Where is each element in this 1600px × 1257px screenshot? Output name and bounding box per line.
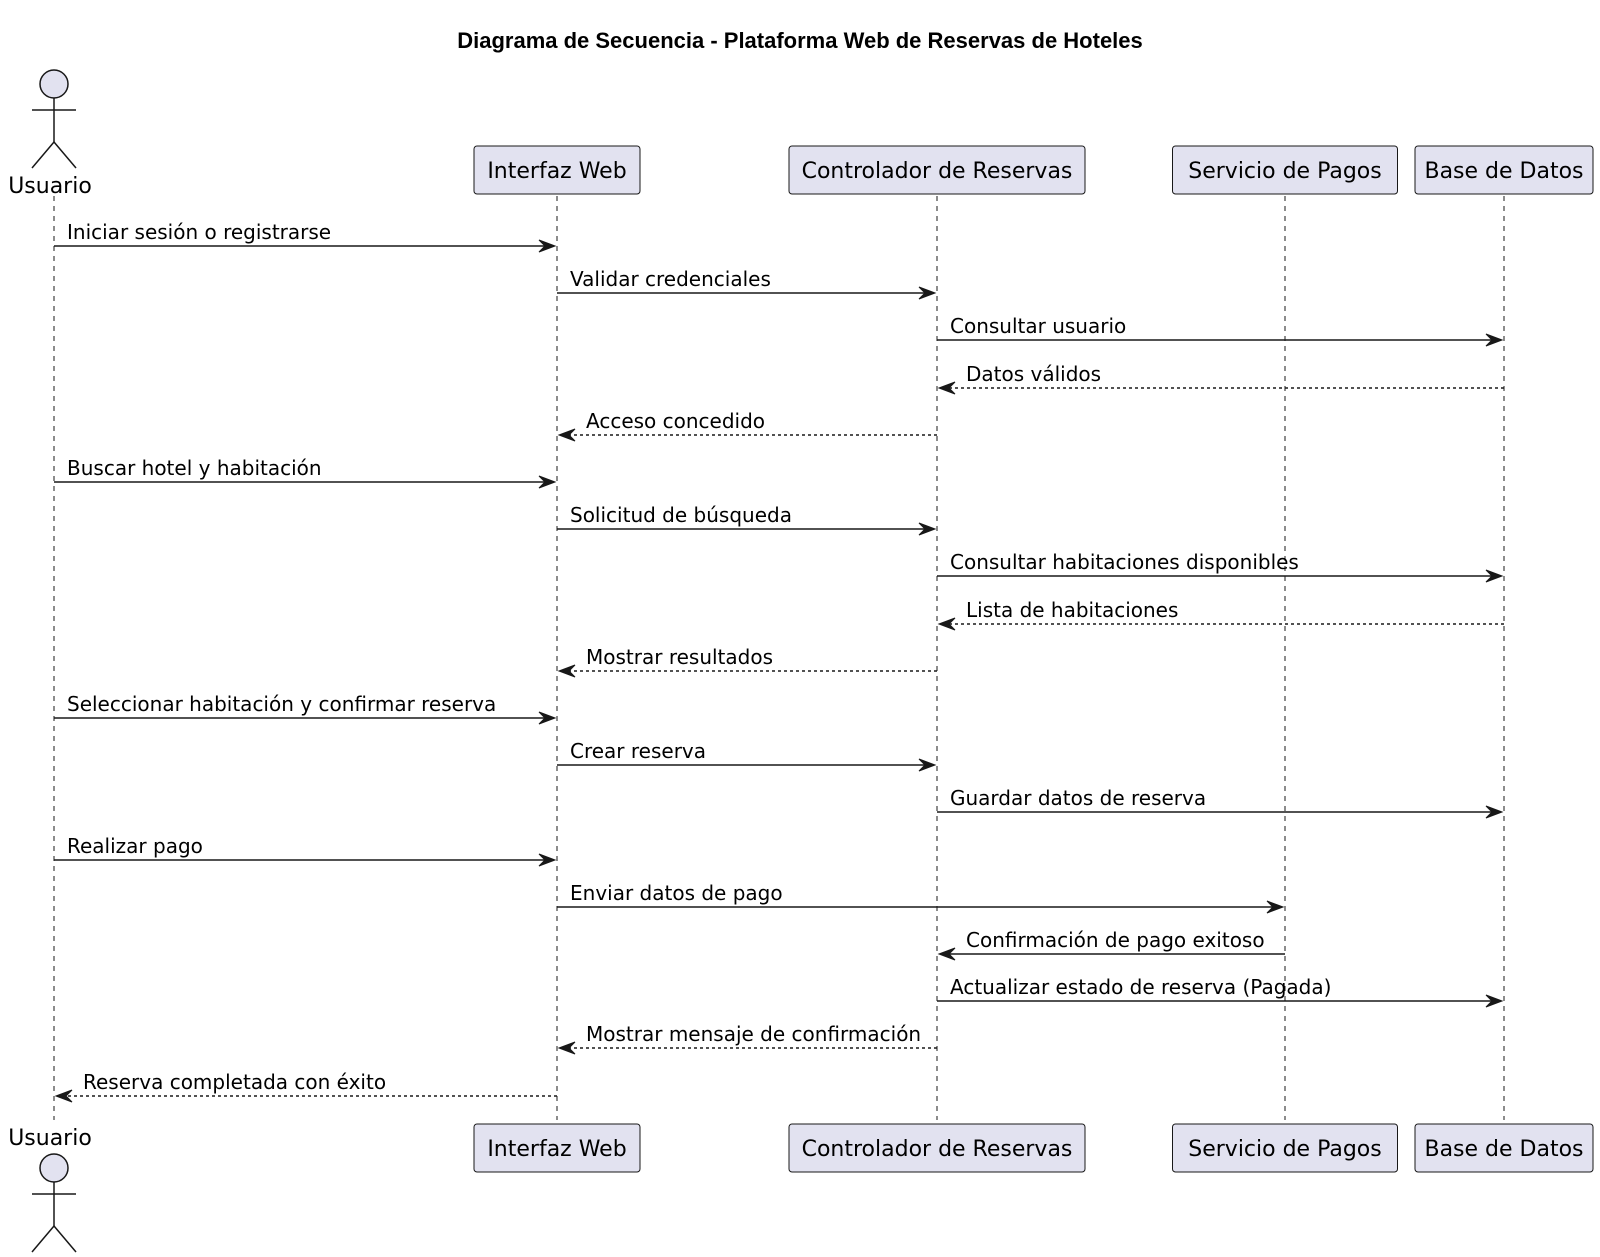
arrow-head-6	[538, 475, 557, 489]
message-8: Consultar habitaciones disponibles	[937, 550, 1504, 583]
message-label-10: Mostrar resultados	[586, 645, 773, 669]
message-1: Iniciar sesión o registrarse	[54, 220, 557, 253]
participants-top: Usuario Interfaz Web Controlador de Reserv…	[8, 69, 1594, 199]
message-2: Validar credenciales	[557, 267, 937, 300]
message-label-15: Enviar datos de pago	[570, 881, 783, 905]
participant-label-top-db: Base de Datos	[1424, 159, 1583, 184]
message-15: Enviar datos de pago	[557, 881, 1285, 914]
message-16: Confirmación de pago exitoso	[937, 928, 1285, 961]
message-label-9: Lista de habitaciones	[966, 598, 1178, 622]
participant-rect-top-pagos	[1172, 145, 1398, 195]
participant-box-top-pagos: Servicio de Pagos	[1172, 145, 1398, 195]
diagram-title: Diagrama de Secuencia - Plataforma Web d…	[457, 28, 1143, 53]
arrow-head-18	[557, 1041, 576, 1055]
participant-box-top-db: Base de Datos	[1414, 145, 1594, 195]
message-label-19: Reserva completada con éxito	[83, 1070, 386, 1094]
participant-box-bottom-ctrl: Controlador de Reservas	[788, 1123, 1086, 1173]
lifelines	[53, 196, 1505, 1120]
participant-rect-bottom-ctrl	[788, 1123, 1086, 1173]
participant-rect-top-ctrl	[788, 145, 1086, 195]
participant-box-top-ctrl: Controlador de Reservas	[788, 145, 1086, 195]
message-9: Lista de habitaciones	[937, 598, 1504, 631]
message-label-1: Iniciar sesión o registrarse	[67, 220, 331, 244]
participant-rect-top-web	[473, 145, 641, 195]
message-12: Crear reserva	[557, 739, 937, 772]
participant-box-bottom-db: Base de Datos	[1414, 1123, 1594, 1173]
actor-figure-bottom-usuario-right-leg	[53, 1225, 77, 1253]
message-label-11: Seleccionar habitación y confirmar reser…	[67, 692, 496, 716]
message-label-4: Datos válidos	[966, 362, 1101, 386]
message-6: Buscar hotel y habitación	[54, 456, 557, 489]
message-5: Acceso concedido	[557, 409, 937, 442]
message-label-6: Buscar hotel y habitación	[67, 456, 322, 480]
participant-rect-top-db	[1414, 145, 1594, 195]
participant-label-top-ctrl: Controlador de Reservas	[802, 159, 1073, 184]
message-label-5: Acceso concedido	[586, 409, 765, 433]
arrow-head-7	[918, 522, 937, 536]
arrow-head-15	[1266, 900, 1285, 914]
arrow-head-3	[1485, 333, 1504, 347]
participant-label-bottom-pagos: Servicio de Pagos	[1188, 1137, 1381, 1162]
message-label-18: Mostrar mensaje de confirmación	[586, 1022, 921, 1046]
participant-label-bottom-db: Base de Datos	[1424, 1137, 1583, 1162]
actor-figure-top-usuario-head	[39, 69, 69, 99]
participants-bottom: Usuario Interfaz Web Controlador de Reserv…	[8, 1123, 1594, 1253]
participant-box-bottom-web: Interfaz Web	[473, 1123, 641, 1173]
message-17: Actualizar estado de reserva (Pagada)	[937, 975, 1504, 1008]
message-10: Mostrar resultados	[557, 645, 937, 678]
actor-figure-top-usuario-left-leg	[31, 141, 55, 169]
actor-figure-bottom-usuario-left-leg	[31, 1225, 55, 1253]
arrow-head-9	[937, 617, 956, 631]
message-11: Seleccionar habitación y confirmar reser…	[54, 692, 557, 725]
participant-box-bottom-pagos: Servicio de Pagos	[1172, 1123, 1398, 1173]
arrow-head-19	[54, 1089, 73, 1103]
participant-label-bottom-ctrl: Controlador de Reservas	[802, 1137, 1073, 1162]
participant-label-top-web: Interfaz Web	[487, 159, 626, 184]
arrow-head-2	[918, 286, 937, 300]
message-label-3: Consultar usuario	[950, 314, 1126, 338]
actor-figure-top-usuario-right-leg	[53, 141, 77, 169]
message-label-12: Crear reserva	[570, 739, 706, 763]
participant-rect-bottom-pagos	[1172, 1123, 1398, 1173]
message-label-17: Actualizar estado de reserva (Pagada)	[950, 975, 1331, 999]
message-14: Realizar pago	[54, 834, 557, 867]
message-label-8: Consultar habitaciones disponibles	[950, 550, 1299, 574]
arrow-head-13	[1485, 805, 1504, 819]
message-7: Solicitud de búsqueda	[557, 503, 937, 536]
message-3: Consultar usuario	[937, 314, 1504, 347]
participant-box-top-web: Interfaz Web	[473, 145, 641, 195]
actor-label-top-usuario: Usuario	[8, 174, 92, 199]
message-13: Guardar datos de reserva	[937, 786, 1504, 819]
message-4: Datos válidos	[937, 362, 1504, 395]
arrow-head-5	[557, 428, 576, 442]
arrow-head-4	[937, 381, 956, 395]
arrow-head-8	[1485, 569, 1504, 583]
arrow-head-14	[538, 853, 557, 867]
message-19: Reserva completada con éxito	[54, 1070, 557, 1103]
arrow-head-1	[538, 239, 557, 253]
participant-label-bottom-web: Interfaz Web	[487, 1137, 626, 1162]
participant-rect-bottom-web	[473, 1123, 641, 1173]
arrow-head-17	[1485, 994, 1504, 1008]
message-label-2: Validar credenciales	[570, 267, 771, 291]
message-label-16: Confirmación de pago exitoso	[966, 928, 1265, 952]
actor-figure-top-usuario	[31, 69, 77, 169]
actor-label-bottom-usuario: Usuario	[8, 1126, 92, 1151]
arrow-head-16	[937, 947, 956, 961]
actor-figure-bottom-usuario	[31, 1153, 77, 1253]
participant-label-top-pagos: Servicio de Pagos	[1188, 159, 1381, 184]
message-label-14: Realizar pago	[67, 834, 203, 858]
message-label-13: Guardar datos de reserva	[950, 786, 1206, 810]
message-18: Mostrar mensaje de confirmación	[557, 1022, 937, 1055]
arrow-head-10	[557, 664, 576, 678]
arrow-head-12	[918, 758, 937, 772]
actor-figure-bottom-usuario-head	[39, 1153, 69, 1183]
message-label-7: Solicitud de búsqueda	[570, 503, 792, 527]
arrow-head-11	[538, 711, 557, 725]
participant-rect-bottom-db	[1414, 1123, 1594, 1173]
